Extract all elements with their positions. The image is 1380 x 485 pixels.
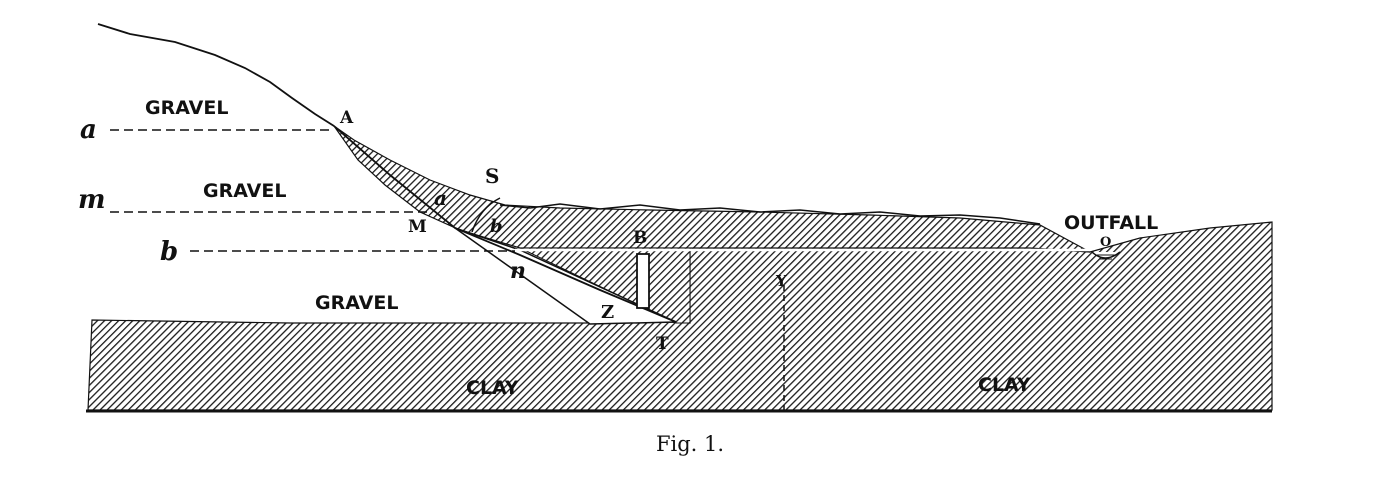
outfall-point-label: O: [1100, 235, 1111, 250]
ground-surface: [499, 203, 1041, 225]
point-t-label: T: [656, 334, 669, 354]
hill-surface: [97, 23, 335, 127]
region-b-label: b: [490, 216, 503, 237]
clay-label-right: CLAY: [978, 374, 1031, 396]
point-m-label: M: [408, 217, 427, 237]
slope-layer-upper: [333, 125, 1091, 253]
point-s-label: S: [485, 164, 499, 188]
point-b-label: B: [633, 228, 647, 248]
point-y-label: Y: [775, 272, 787, 290]
gravel-label-middle: GRAVEL: [203, 180, 286, 202]
level-m-label: m: [78, 185, 106, 215]
figure-caption: Fig. 1.: [655, 432, 725, 456]
point-a-label: A: [339, 108, 354, 128]
region-a-label: a: [434, 186, 447, 210]
well-shaft: [636, 253, 650, 309]
outfall-label: OUTFALL: [1064, 212, 1158, 234]
gravel-label-top: GRAVEL: [145, 97, 228, 119]
pocket-line: [471, 197, 501, 233]
clay-label-left: CLAY: [466, 377, 519, 399]
gravel-label-bottom: GRAVEL: [315, 292, 398, 314]
point-z-label: Z: [601, 302, 614, 323]
point-n-label: n: [510, 258, 526, 284]
level-b-label: b: [160, 237, 178, 267]
slope-face: [333, 125, 677, 323]
level-a-label: a: [80, 115, 97, 145]
